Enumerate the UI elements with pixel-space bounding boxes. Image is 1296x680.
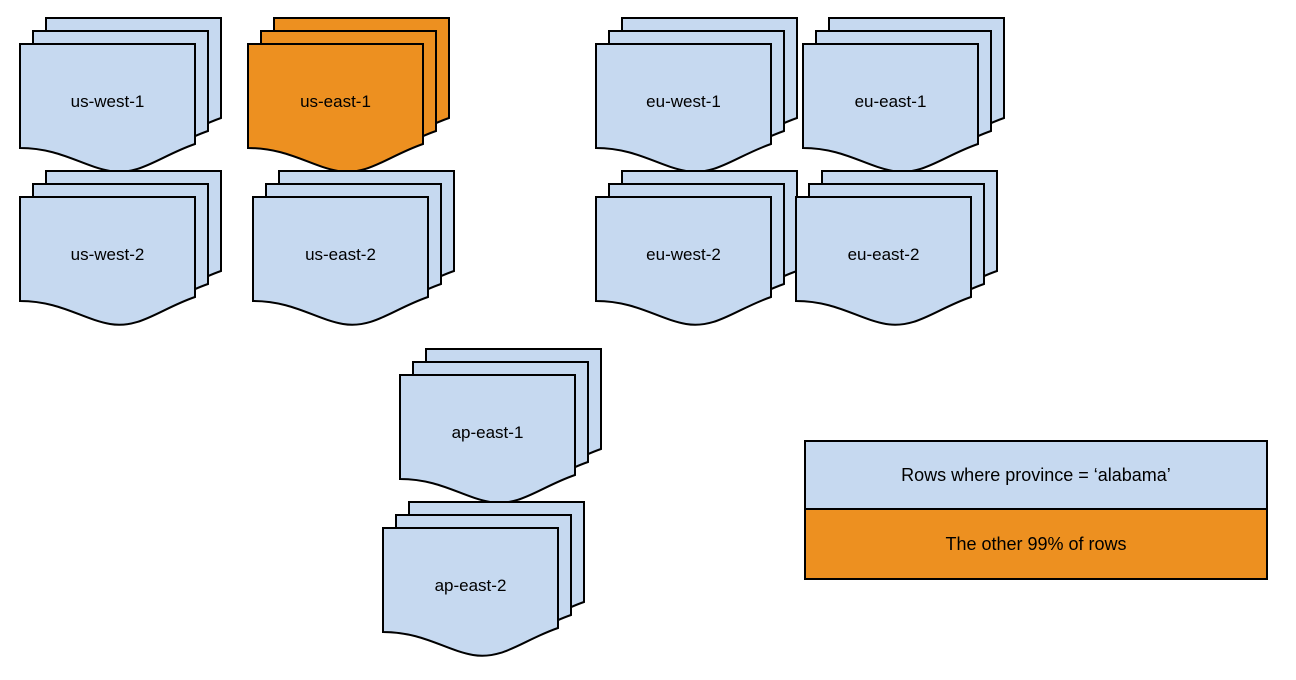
color-legend: Rows where province = ‘alabama’ The othe… bbox=[804, 440, 1268, 580]
document-stack-eu-west-1[interactable] bbox=[595, 17, 798, 173]
document-stack-ap-east-1[interactable] bbox=[399, 348, 602, 504]
legend-label-blue: Rows where province = ‘alabama’ bbox=[901, 464, 1171, 485]
document-sheet bbox=[382, 527, 559, 657]
legend-row-orange: The other 99% of rows bbox=[806, 510, 1266, 578]
document-sheet bbox=[795, 196, 972, 326]
document-stack-us-east-1[interactable] bbox=[247, 17, 450, 173]
document-stack-eu-west-2[interactable] bbox=[595, 170, 798, 326]
document-stack-ap-east-2[interactable] bbox=[382, 501, 585, 657]
legend-row-blue: Rows where province = ‘alabama’ bbox=[806, 442, 1266, 510]
document-stack-us-west-2[interactable] bbox=[19, 170, 222, 326]
document-stack-us-west-1[interactable] bbox=[19, 17, 222, 173]
document-stack-eu-east-1[interactable] bbox=[802, 17, 1005, 173]
document-sheet bbox=[595, 196, 772, 326]
document-stack-us-east-2[interactable] bbox=[252, 170, 455, 326]
document-sheet bbox=[802, 43, 979, 173]
legend-label-orange: The other 99% of rows bbox=[945, 533, 1127, 554]
document-sheet bbox=[19, 196, 196, 326]
document-sheet bbox=[19, 43, 196, 173]
document-sheet bbox=[399, 374, 576, 504]
document-stack-eu-east-2[interactable] bbox=[795, 170, 998, 326]
document-sheet bbox=[595, 43, 772, 173]
document-sheet bbox=[252, 196, 429, 326]
document-sheet bbox=[247, 43, 424, 173]
